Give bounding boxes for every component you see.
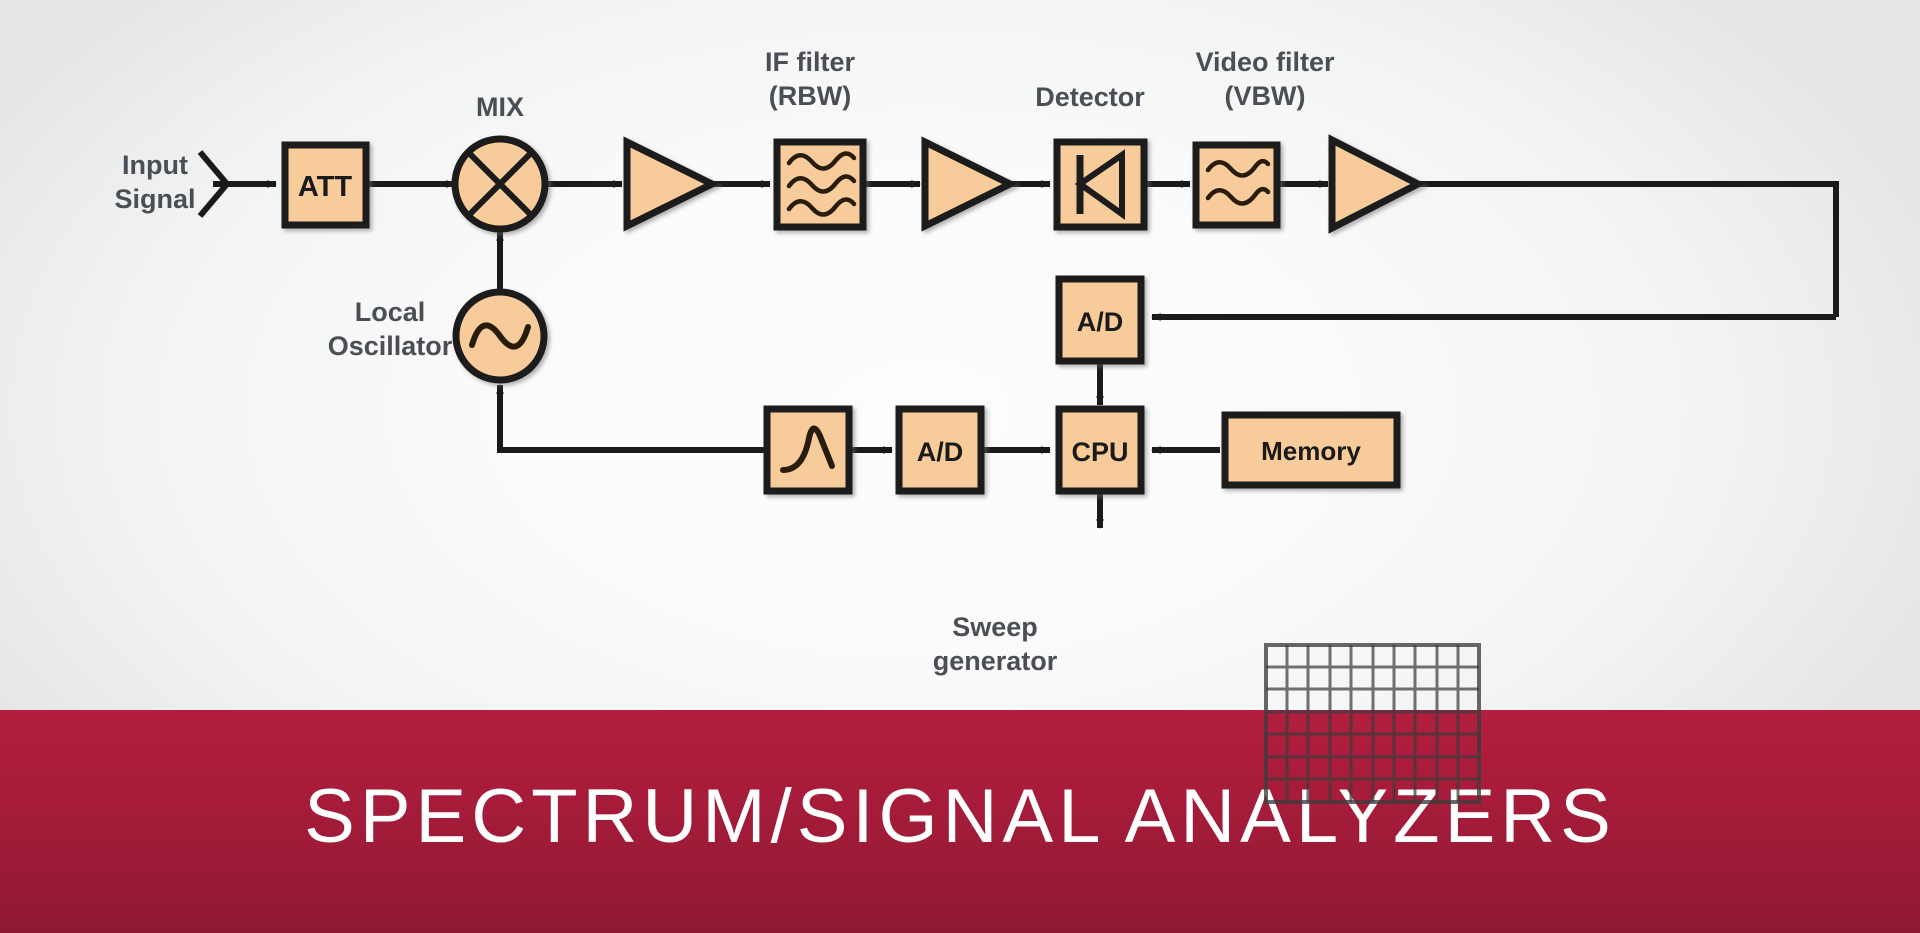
block-adc-detector-path (1055, 275, 1145, 365)
banner-title: SPECTRUM/SIGNAL ANALYZERS (304, 774, 1616, 859)
label-if-filter: IF filter (RBW) (764, 47, 855, 111)
block-local-oscillator (452, 288, 548, 384)
block-att-label: ATT (298, 171, 353, 203)
block-adc-sweep-path (895, 405, 985, 495)
label-input-signal: Input Signal (114, 150, 196, 214)
block-sweep-generator (763, 405, 853, 495)
label-local-oscillator: Local Oscillator (327, 297, 453, 361)
block-cpu (1055, 405, 1145, 495)
block-detector (1053, 138, 1148, 231)
block-memory-label: Memory (1261, 436, 1361, 466)
block-video-filter (1192, 141, 1281, 229)
block-amplifier-2 (921, 136, 1018, 232)
block-amplifier-3 (1328, 134, 1426, 234)
label-sweep-generator: Sweep generator (932, 612, 1058, 676)
label-mix: MIX (475, 92, 524, 122)
block-adc-detector-path-label: A/D (1077, 307, 1124, 337)
block-cpu-label: CPU (1071, 437, 1128, 467)
wire-amp3-adc-corner (1412, 181, 1839, 317)
wire-sweep-lo (496, 384, 767, 453)
block-mixer (451, 135, 549, 233)
label-detector: Detector (1035, 82, 1145, 112)
bottom-banner (0, 710, 1920, 933)
block-adc-sweep-path-label: A/D (917, 437, 964, 467)
label-video-filter: Video filter (VBW) (1195, 47, 1335, 111)
block-att (281, 141, 370, 229)
block-if-filter (773, 138, 867, 231)
block-memory (1221, 411, 1401, 489)
block-amplifier-1 (623, 136, 720, 232)
